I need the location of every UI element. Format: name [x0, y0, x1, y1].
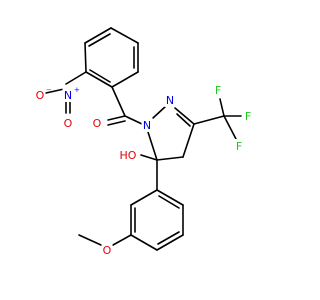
formal-charge: + — [74, 86, 80, 94]
atom-label-background — [233, 139, 245, 153]
atom-label-background — [118, 148, 138, 162]
nitro-oxygen-double: O — [62, 116, 74, 130]
bond — [78, 234, 102, 246]
nitro-nitrogen: N+ — [62, 86, 80, 102]
formal-charge: − — [46, 86, 52, 94]
bond — [85, 71, 113, 88]
bond — [111, 71, 139, 88]
bond — [140, 154, 158, 161]
bond — [147, 131, 158, 161]
bond — [88, 33, 111, 47]
bond — [223, 115, 237, 140]
atom-symbol: O — [64, 117, 73, 130]
bond — [110, 27, 139, 44]
bond — [176, 113, 191, 127]
atom-symbol: F — [236, 140, 242, 153]
methoxy-oxygen: O — [101, 243, 113, 257]
nitro-oxygen-minus: O− — [34, 86, 52, 102]
bond — [156, 156, 184, 161]
bond — [156, 234, 184, 251]
bond — [45, 88, 65, 94]
atom-symbol: O — [93, 117, 102, 130]
atom-label-background — [62, 116, 74, 130]
atom-symbol: N — [64, 89, 72, 102]
fluorine-atom-2: F — [233, 139, 245, 153]
atom-label-background — [101, 243, 113, 257]
atom-symbol: F — [245, 110, 251, 123]
atom-symbol: O — [103, 244, 112, 257]
bond — [124, 115, 143, 125]
bond — [174, 107, 195, 125]
atom-label-background — [212, 83, 224, 97]
bond — [158, 195, 180, 209]
bond — [157, 231, 180, 245]
bond — [107, 120, 126, 126]
bond — [84, 42, 87, 73]
bond — [182, 123, 195, 158]
atom-symbol: N — [166, 94, 174, 107]
bond — [130, 189, 158, 206]
bond — [112, 234, 132, 246]
bond — [193, 115, 225, 125]
atom-symbol: F — [215, 84, 221, 97]
atom-label-background — [164, 93, 176, 107]
atom-label-background — [141, 118, 153, 132]
bond — [156, 189, 184, 206]
atom-label-background — [242, 109, 254, 123]
atom-symbol: HO — [120, 149, 137, 162]
atom-symbol: O — [36, 89, 45, 102]
bond — [84, 27, 112, 44]
bond-layer — [45, 27, 242, 251]
fluorine-atom-3: F — [242, 109, 254, 123]
bond — [111, 86, 126, 117]
bond — [65, 71, 87, 85]
bond — [107, 115, 126, 121]
fluorine-atom-1: F — [212, 83, 224, 97]
atom-label-background — [34, 88, 46, 102]
atom-symbol: N — [143, 119, 151, 132]
hydroxyl-group: HO — [118, 148, 138, 162]
bond — [89, 69, 111, 83]
pyrazoline-n2: N — [164, 93, 176, 107]
carbonyl-oxygen: O — [91, 116, 103, 130]
pyrazoline-n1: N — [141, 118, 153, 132]
atom-label-background — [91, 116, 103, 130]
bond — [219, 98, 225, 117]
bond — [130, 234, 158, 251]
atom-label-background — [62, 88, 74, 102]
bond — [152, 105, 167, 119]
